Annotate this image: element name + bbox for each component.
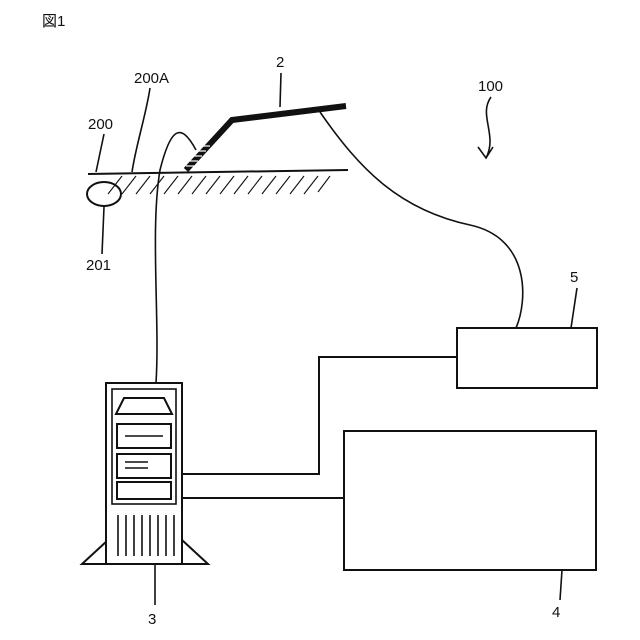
computer-label: 3 xyxy=(148,611,156,628)
system-arrow-head xyxy=(478,147,493,158)
ground-label: 200 xyxy=(88,116,113,133)
sensor-leader xyxy=(280,73,281,107)
figure-title: 図1 xyxy=(42,13,65,30)
computer-tower: 3 xyxy=(82,383,208,628)
ground xyxy=(87,170,348,206)
controller-leader xyxy=(571,288,577,328)
surface-leader xyxy=(132,88,150,172)
cable-sensor-to-controller xyxy=(320,112,523,328)
object-leader xyxy=(102,207,104,254)
controller-label: 5 xyxy=(570,269,578,286)
display-box xyxy=(344,431,596,570)
display-label: 4 xyxy=(552,604,560,621)
drive-bay-top xyxy=(116,398,172,414)
buried-object-201 xyxy=(87,182,121,206)
surface-label: 200A xyxy=(134,70,169,87)
drive-bay-2 xyxy=(117,454,171,478)
display-leader xyxy=(560,570,562,600)
system-reference: 100 xyxy=(478,78,503,158)
ground-surface-line xyxy=(88,170,348,174)
object-label: 201 xyxy=(86,257,111,274)
system-label: 100 xyxy=(478,78,503,95)
ground-hatching xyxy=(108,176,330,194)
sensor-label: 2 xyxy=(276,54,284,71)
ground-leader xyxy=(96,134,104,172)
controller-box xyxy=(457,328,597,388)
drive-bay-3 xyxy=(117,482,171,499)
sensor-device: 2 xyxy=(186,54,346,170)
system-arrow-line xyxy=(486,97,491,158)
